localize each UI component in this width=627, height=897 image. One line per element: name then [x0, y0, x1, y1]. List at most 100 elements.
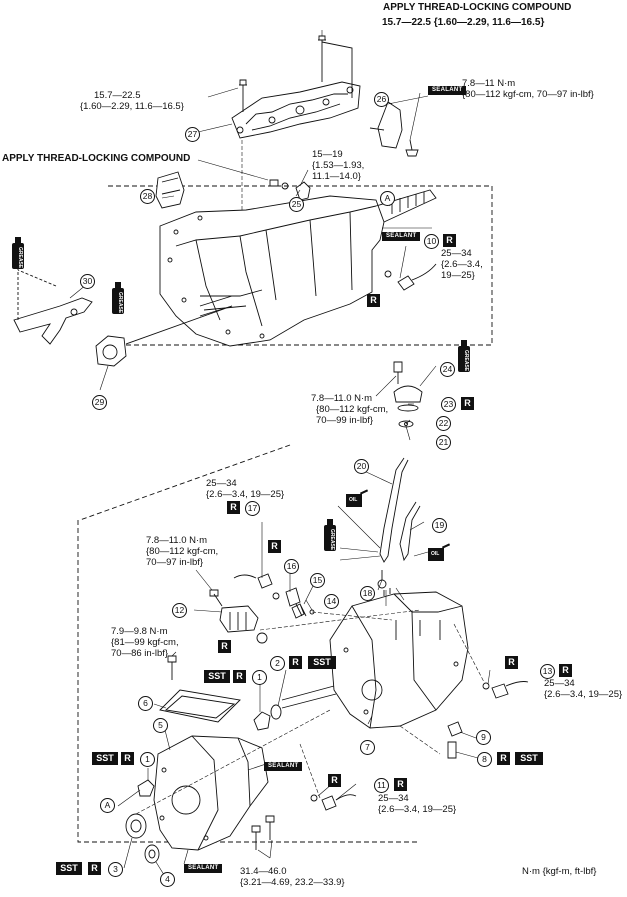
- torque-13-line2: {2.6—3.4, 19—25}: [544, 689, 623, 700]
- callout-21: 21: [436, 435, 451, 450]
- replace-mark-13a: R: [505, 656, 518, 669]
- torque-24-line3: 70—99 in-lbf}: [316, 415, 374, 426]
- main-shaft: [281, 685, 337, 709]
- units-legend: N·m {kgf-m, ft-lbf}: [522, 866, 597, 877]
- shift-lever-20: [377, 457, 409, 589]
- callout-30: 30: [80, 274, 95, 289]
- callout-2: 2: [270, 656, 285, 671]
- replace-mark-2: R: [289, 656, 302, 669]
- extension-housing-5: [153, 735, 269, 851]
- callout-19: 19: [432, 518, 447, 533]
- callout-5: 5: [153, 718, 168, 733]
- solenoid-12: [219, 605, 268, 644]
- replace-mark-8: R: [497, 752, 510, 765]
- dust-cover-4: [144, 844, 160, 864]
- lower-dashed-frame: [77, 520, 420, 843]
- release-bearing-29: [95, 305, 233, 367]
- torque-26-line1: 7.8—11 N·m: [462, 78, 516, 89]
- torque-bolts-line2: {3.21—4.69, 23.2—33.9}: [240, 877, 345, 888]
- callout-9: 9: [476, 730, 491, 745]
- sealant-tag-housing: SEALANT: [264, 762, 303, 771]
- switch-25: [269, 179, 311, 201]
- extension-bolts: [251, 815, 275, 850]
- callout-4: 4: [160, 872, 175, 887]
- torque-12-line1: 7.8—11.0 N·m: [146, 535, 208, 546]
- callout-16: 16: [284, 559, 299, 574]
- shift-rail-26: [369, 101, 419, 157]
- torque-left-bolt-line2: {1.60—2.29, 11.6—16.5}: [80, 101, 184, 112]
- replace-mark-17: R: [227, 501, 240, 514]
- shift-lever-19: [399, 501, 421, 562]
- replace-mark-23: R: [461, 397, 474, 410]
- torque-25-line3: 11.1—14.0}: [312, 171, 361, 182]
- torque-17-line1: 25—34: [206, 478, 237, 489]
- replace-mark-3: R: [88, 862, 101, 875]
- torque-25-line1: 15—19: [312, 149, 343, 160]
- sensor-11: [310, 794, 357, 811]
- sealant-tag-case: SEALANT: [382, 232, 421, 241]
- callout-10: 10: [424, 234, 439, 249]
- callout-17: 17: [245, 501, 260, 516]
- callout-27: 27: [185, 127, 200, 142]
- output-shaft: [375, 189, 437, 223]
- transmission-case: [159, 195, 385, 347]
- boot-28: [155, 171, 185, 209]
- grease-bottle-fork: GREASE: [12, 237, 24, 269]
- replace-mark-11b: R: [394, 778, 407, 791]
- callout-28: 28: [140, 189, 155, 204]
- torque-25-line2: {1.53—1.93,: [312, 160, 365, 171]
- grease-bottle-19: GREASE: [324, 519, 336, 551]
- torque-26-line2: {80—112 kgf-cm, 70—97 in-lbf}: [462, 89, 594, 100]
- leader-lines: [69, 30, 491, 879]
- top-cover-27: [231, 81, 361, 139]
- sst-mark-3: SST: [56, 862, 82, 875]
- oil-can-20: OIL: [346, 489, 369, 507]
- shaft-dashed-line: [79, 444, 291, 521]
- lever-parts-upper: [393, 361, 423, 428]
- callout-7: 7: [360, 740, 375, 755]
- torque-6-line1: 7.9—9.8 N·m: [111, 626, 168, 637]
- grease-bottle-24: GREASE: [458, 340, 470, 372]
- callout-18: 18: [360, 586, 375, 601]
- torque-11-line1: 25—34: [378, 793, 409, 804]
- seal-1-2: [137, 704, 282, 797]
- torque-10-line1: 25—34: [441, 248, 472, 259]
- replace-mark-13b: R: [559, 664, 572, 677]
- thread-locking-label-top: APPLY THREAD-LOCKING COMPOUND: [383, 2, 572, 13]
- replace-mark-11a: R: [328, 774, 341, 787]
- bolt-12: [209, 589, 223, 607]
- callout-A-top: A: [380, 191, 395, 206]
- torque-12-line3: 70—97 in-lbf}: [146, 557, 204, 568]
- torque-10-line2: {2.6—3.4,: [441, 259, 483, 270]
- callout-22: 22: [436, 416, 451, 431]
- sst-mark-8: SST: [515, 752, 543, 765]
- thread-locking-label-left: APPLY THREAD-LOCKING COMPOUND: [2, 153, 191, 164]
- callout-13: 13: [540, 664, 555, 679]
- replace-mark-1-bottom: R: [121, 752, 134, 765]
- replace-mark-10b: R: [367, 294, 380, 307]
- torque-24-line2: {80—112 kgf-cm,: [316, 404, 389, 415]
- gasket-6: [159, 655, 241, 723]
- callout-1-top: 1: [252, 670, 267, 685]
- grease-bottle-bearing: GREASE: [112, 282, 124, 314]
- torque-top-bolt: 15.7—22.5 {1.60—2.29, 11.6—16.5}: [382, 17, 545, 28]
- torque-6-line3: 70—86 in-lbf}: [111, 648, 169, 659]
- sst-mark-1-top: SST: [204, 670, 230, 683]
- torque-bolts-line1: 31.4—46.0: [240, 866, 287, 877]
- torque-11-line2: {2.6—3.4, 19—25}: [378, 804, 457, 815]
- torque-12-line2: {80—112 kgf-cm,: [146, 546, 219, 557]
- torque-6-line2: {81—99 kgf-cm,: [111, 637, 179, 648]
- sst-mark-2: SST: [308, 656, 336, 669]
- callout-11: 11: [374, 778, 389, 793]
- torque-24-line1: 7.8—11.0 N·m: [311, 393, 373, 404]
- callout-A-bottom: A: [100, 798, 115, 813]
- callout-12: 12: [172, 603, 187, 618]
- callout-25: 25: [289, 197, 304, 212]
- sealant-tag-cover: SEALANT: [184, 864, 223, 873]
- torque-13-line1: 25—34: [544, 678, 575, 689]
- callout-8: 8: [477, 752, 492, 767]
- torque-17-line2: {2.6—3.4, 19—25}: [206, 489, 285, 500]
- transfer-case-7: [329, 588, 469, 729]
- sensor-13: [482, 681, 529, 699]
